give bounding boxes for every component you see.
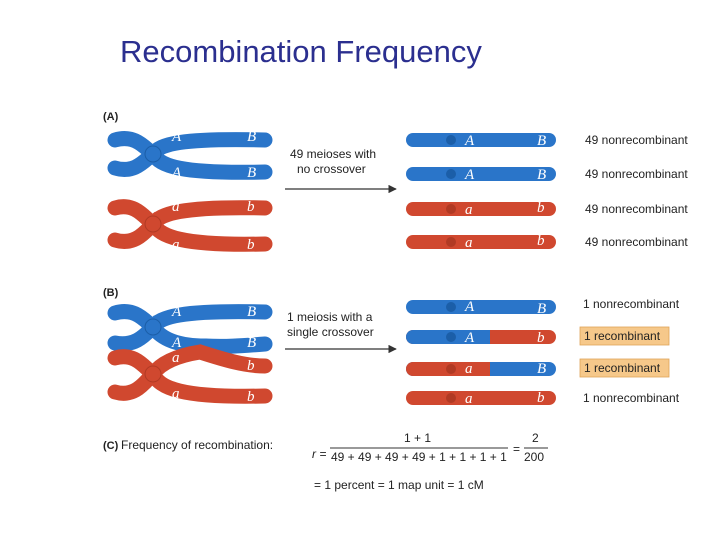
allele-B: B [247, 129, 256, 145]
allele-A: A [464, 299, 475, 315]
allele-a: a [465, 391, 473, 407]
allele-b: b [247, 358, 255, 374]
panel-a-result-4: 49 nonrecombinant [585, 235, 688, 249]
allele-A: A [464, 167, 475, 183]
recombinant-highlight [579, 326, 670, 346]
recombinant-highlight [579, 358, 670, 378]
panel-a-result-1: 49 nonrecombinant [585, 133, 688, 147]
panel-b-label: (B) [103, 287, 119, 299]
allele-a: a [172, 386, 180, 402]
panel-a-result-chromatids [406, 133, 556, 249]
allele-b: b [537, 390, 545, 406]
allele-B: B [537, 361, 546, 377]
allele-b: b [247, 199, 255, 215]
panel-b-arrow-text-1: 1 meiosis with a [287, 310, 373, 324]
formula-fraction-numerator: 2 [532, 431, 539, 445]
panel-b-result-4: 1 nonrecombinant [583, 391, 680, 405]
allele-b: b [537, 330, 545, 346]
panel-a-arrow-text-1: 49 meioses with [290, 147, 376, 161]
slide-title: Recombination Frequency [120, 34, 482, 69]
formula-numerator: 1 + 1 [404, 431, 431, 445]
panel-a-red-chromosome-pair [107, 199, 273, 252]
panel-b-result-chromatids [406, 300, 556, 405]
panel-a-arrow-text-2: no crossover [297, 162, 366, 176]
formula-r: r = [312, 447, 326, 461]
formula-fraction-denominator: 200 [524, 450, 544, 464]
panel-c-text: Frequency of recombination: [121, 438, 273, 452]
allele-B: B [247, 304, 256, 320]
allele-B: B [537, 167, 546, 183]
panel-b-crossover-chromosomes [107, 304, 273, 404]
allele-b: b [537, 200, 545, 216]
allele-A: A [171, 335, 182, 351]
allele-b: b [247, 237, 255, 253]
allele-A: A [171, 304, 182, 320]
allele-a: a [172, 237, 180, 253]
allele-B: B [247, 165, 256, 181]
panel-a-result-2: 49 nonrecombinant [585, 167, 688, 181]
panel-a-blue-chromosome-pair [107, 131, 273, 180]
panel-b-result-2: 1 recombinant [584, 329, 661, 343]
allele-a: a [172, 350, 180, 366]
formula-denominator: 49 + 49 + 49 + 49 + 1 + 1 + 1 + 1 [331, 450, 507, 464]
allele-A: A [171, 129, 182, 145]
allele-B: B [247, 335, 256, 351]
panel-b-arrow-text-2: single crossover [287, 325, 374, 339]
panel-a-result-3: 49 nonrecombinant [585, 202, 688, 216]
allele-a: a [172, 199, 180, 215]
allele-a: a [465, 202, 473, 218]
formula-equals: = [513, 442, 520, 456]
allele-A: A [464, 133, 475, 149]
panel-b-result-3: 1 recombinant [584, 361, 661, 375]
allele-b: b [247, 389, 255, 405]
panel-c-label: (C) [103, 440, 119, 452]
panel-b-result-1: 1 nonrecombinant [583, 297, 680, 311]
allele-A: A [171, 165, 182, 181]
allele-a: a [465, 361, 473, 377]
panel-a-label: (A) [103, 111, 119, 123]
allele-B: B [537, 301, 546, 317]
allele-A: A [464, 330, 475, 346]
allele-b: b [537, 233, 545, 249]
formula-conclusion: = 1 percent = 1 map unit = 1 cM [314, 478, 484, 492]
allele-B: B [537, 133, 546, 149]
allele-a: a [465, 235, 473, 251]
